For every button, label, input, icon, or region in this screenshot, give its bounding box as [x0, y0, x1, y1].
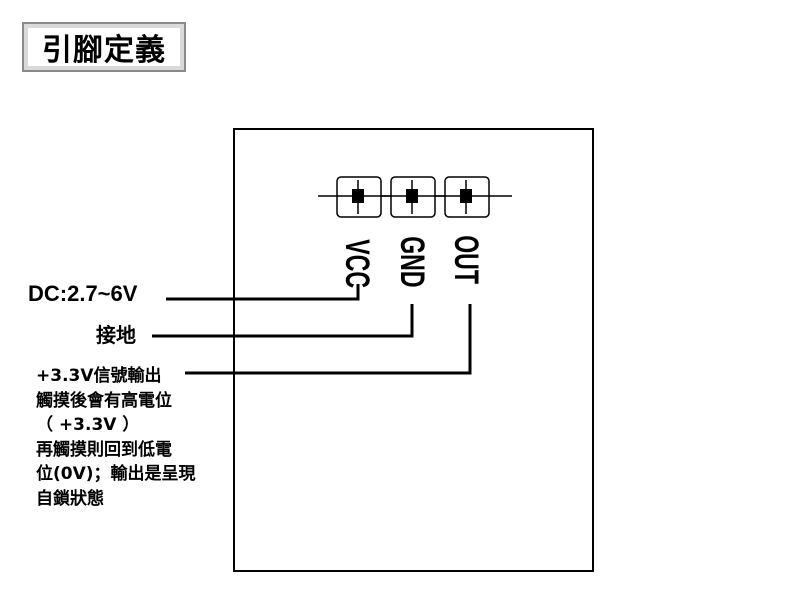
pin-header	[318, 176, 512, 218]
pin-gnd	[406, 189, 418, 203]
module-board-outline	[233, 128, 594, 572]
title-box: 引腳定義	[22, 22, 186, 72]
leader-line-out	[185, 304, 472, 375]
output-description-line: 再觸摸則回到低電	[36, 439, 172, 460]
pin-label-vcc: VCC	[338, 239, 376, 289]
pin-out	[460, 189, 472, 203]
ground-label: 接地	[96, 323, 136, 347]
page-title: 引腳定義	[28, 28, 180, 68]
power-label: DC:2.7~6V	[28, 281, 138, 306]
output-description: +3.3V信號輸出 觸摸後會有高電位 （ +3.3V ） 再觸摸則回到低電 位(…	[36, 364, 236, 511]
output-description-line: 位(0V)；輸出是呈現	[36, 464, 196, 484]
output-description-line: 觸摸後會有高電位	[36, 390, 172, 411]
output-description-line: +3.3V信號輸出	[36, 366, 162, 386]
output-description-line: （ +3.3V ）	[36, 415, 140, 435]
leader-line-gnd	[152, 304, 414, 338]
pin-label-gnd: GND	[393, 236, 431, 288]
pin-label-out: OUT	[447, 235, 485, 285]
output-description-line: 自鎖狀態	[36, 488, 104, 509]
leader-line-vcc	[166, 284, 360, 301]
pin-vcc	[352, 189, 364, 203]
